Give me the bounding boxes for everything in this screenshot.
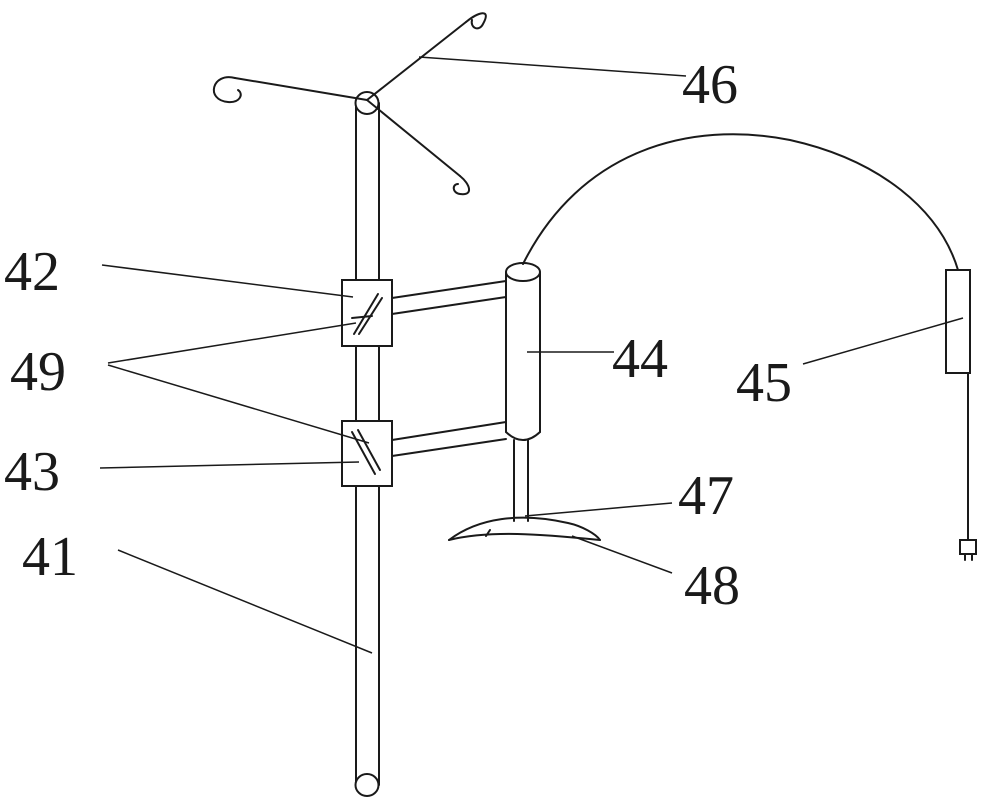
base-plate — [449, 518, 600, 540]
label-49: 49 — [10, 341, 66, 403]
label-46: 46 — [682, 54, 738, 116]
connecting-arms — [392, 281, 506, 456]
label-42: 42 — [4, 241, 60, 303]
label-48: 48 — [684, 555, 740, 617]
control-box — [946, 270, 976, 560]
hook-assembly — [214, 13, 486, 194]
upper-clamp — [342, 280, 392, 346]
power-cable — [523, 134, 958, 270]
label-45: 45 — [736, 352, 792, 414]
cylinder-stem — [514, 440, 528, 521]
lower-clamp — [342, 421, 392, 486]
label-43: 43 — [4, 441, 60, 503]
label-44: 44 — [612, 328, 668, 390]
leader-lines — [100, 57, 963, 653]
label-47: 47 — [678, 465, 734, 527]
label-41: 41 — [22, 526, 78, 588]
